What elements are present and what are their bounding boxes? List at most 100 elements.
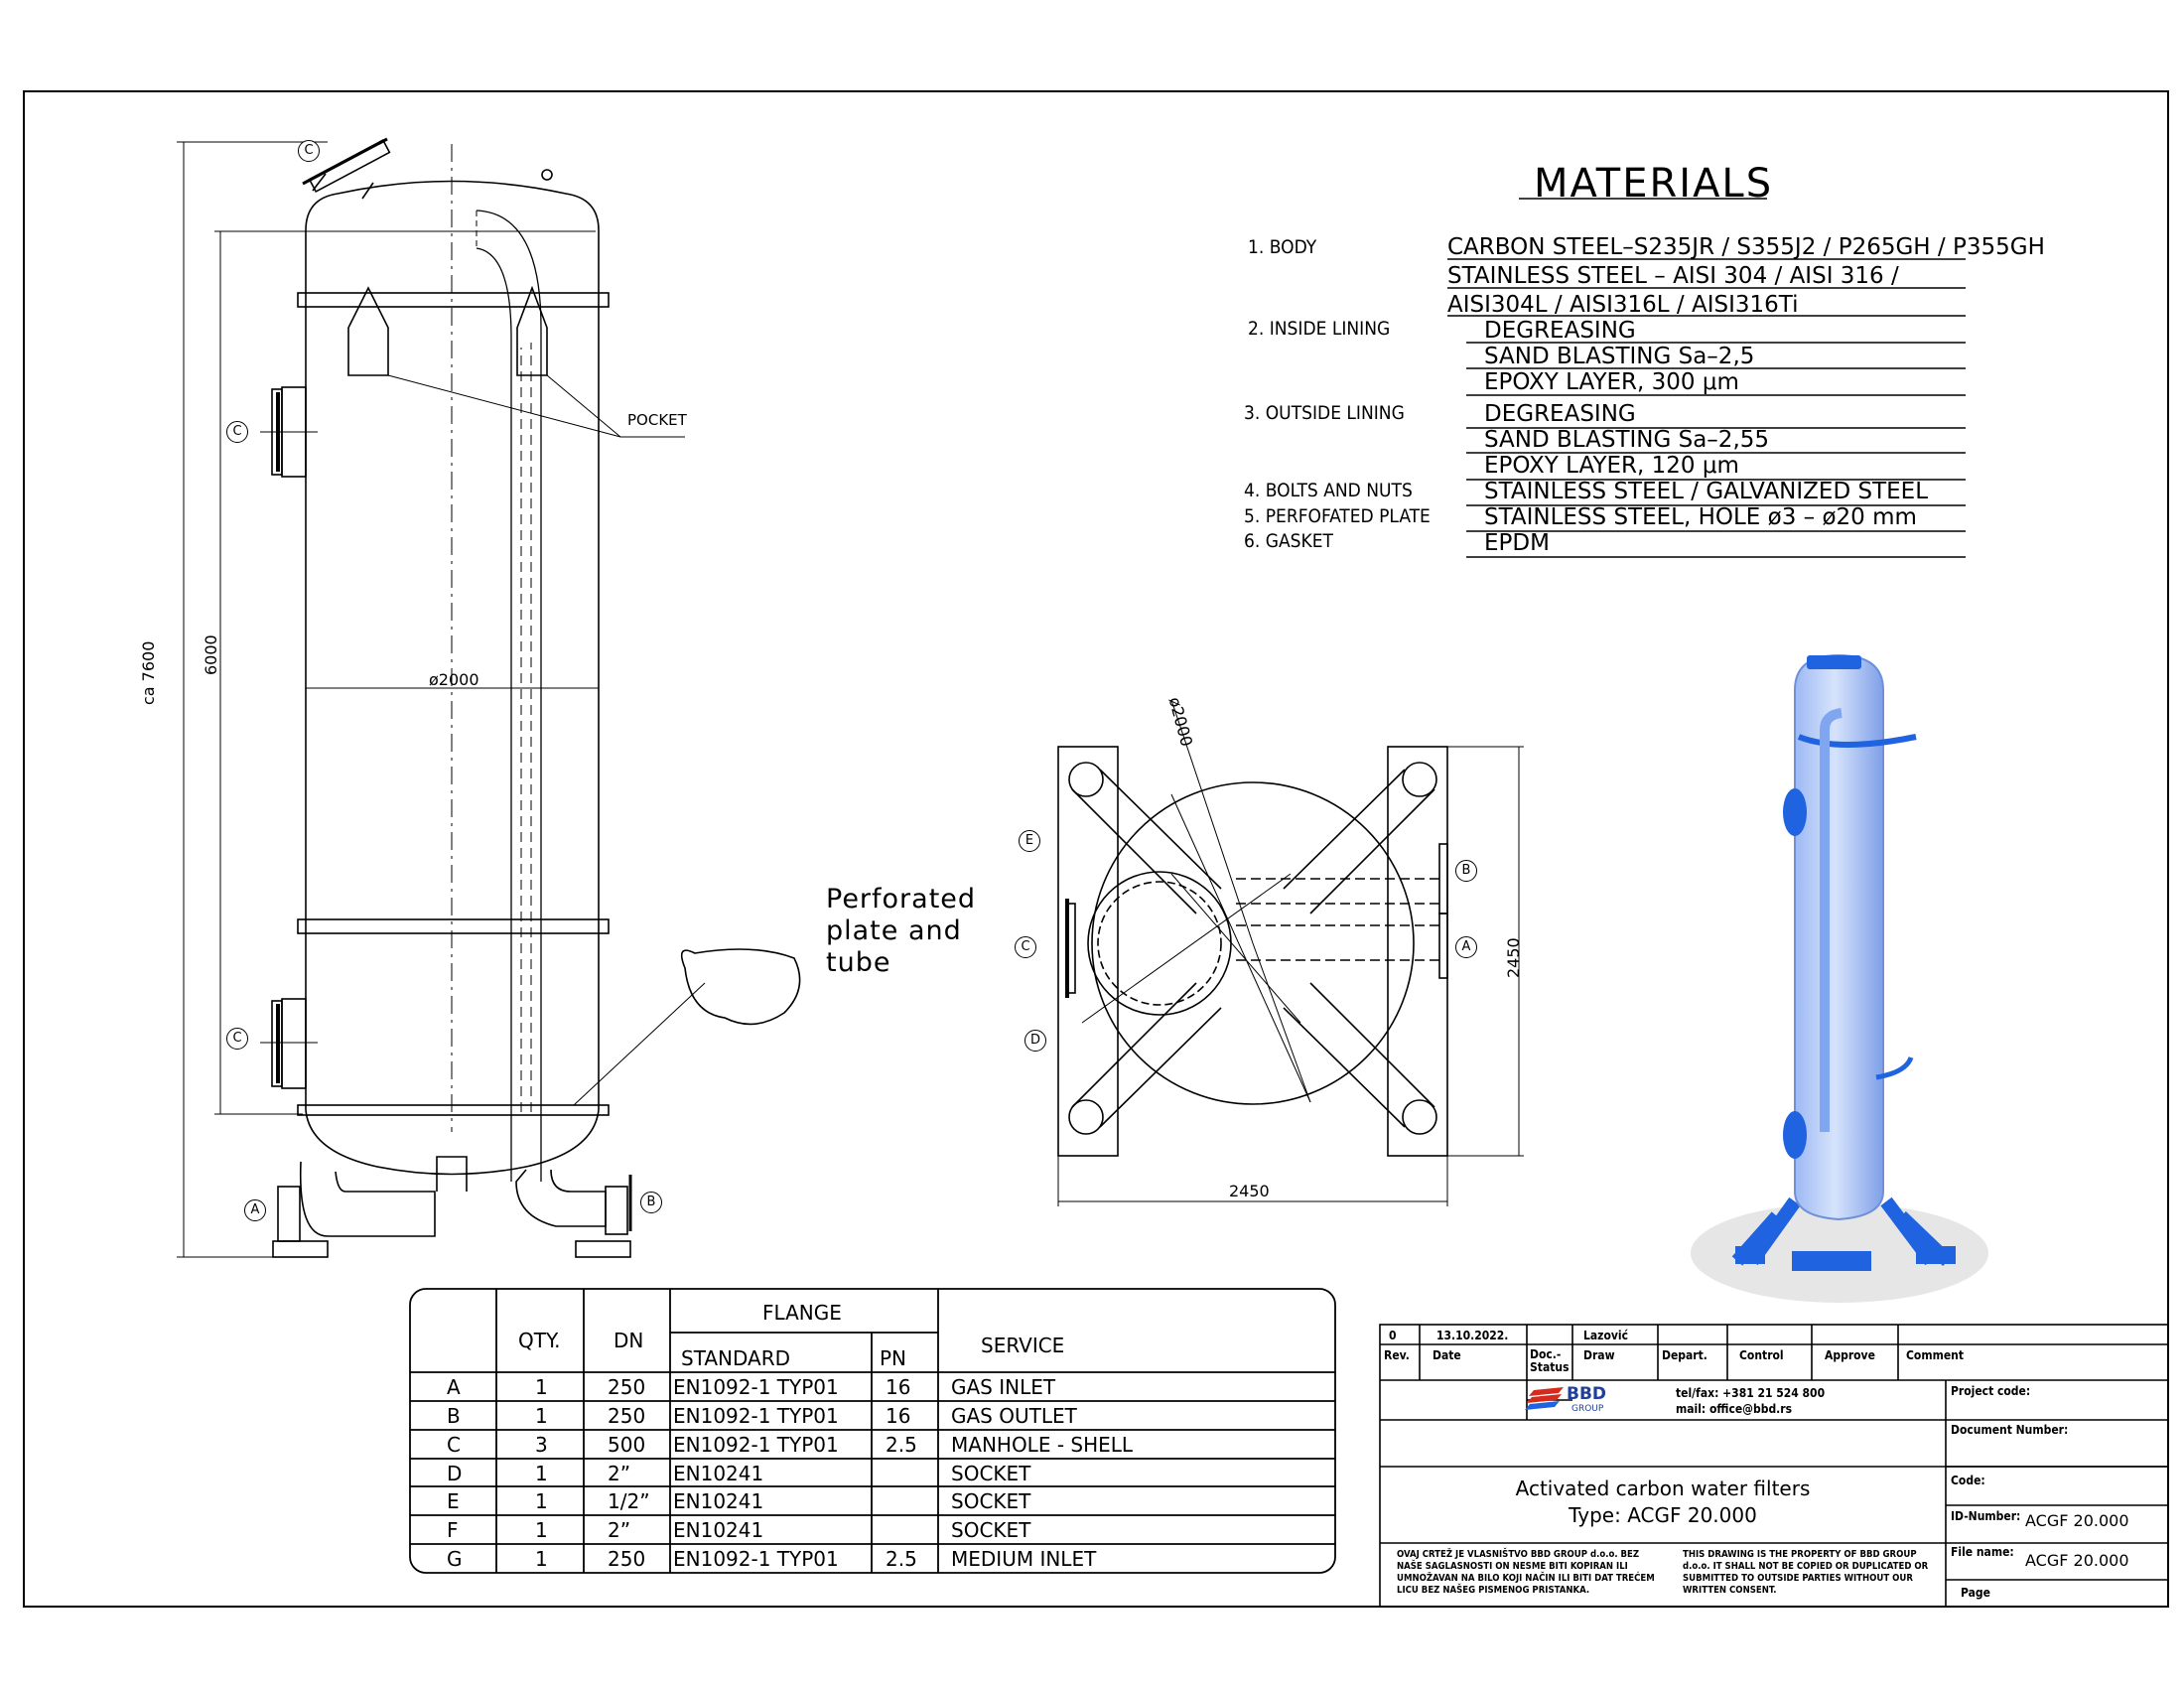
nozzle-service-e: SOCKET — [951, 1489, 1031, 1513]
nozzle-id-d: D — [447, 1462, 463, 1485]
material-body-line3: AISI304L / AISI316L / AISI316Ti — [1447, 292, 1799, 318]
page-label: Page — [1961, 1586, 1990, 1600]
material-outside-line2: SAND BLASTING Sa–2,55 — [1484, 427, 1770, 453]
company-mail: mail: office@bbd.rs — [1676, 1402, 1793, 1416]
material-plate-value: STAINLESS STEEL, HOLE ø3 – ø20 mm — [1484, 504, 1917, 530]
callout-e-top: E — [1019, 830, 1040, 852]
material-body-line1: CARBON STEEL–S235JR / S355J2 / P265GH / … — [1447, 234, 2045, 260]
vessel-3d-render — [1691, 653, 1988, 1303]
pocket-label: POCKET — [627, 411, 687, 429]
material-inside-line2: SAND BLASTING Sa–2,5 — [1484, 344, 1755, 369]
header-qty: QTY. — [518, 1329, 561, 1352]
nozzle-qty-f: 1 — [535, 1518, 548, 1542]
bbd-logo-mark — [1525, 1387, 1564, 1410]
material-gasket-value: EPDM — [1484, 530, 1550, 556]
document-number-label: Document Number: — [1951, 1423, 2069, 1437]
dim-top-height: 2450 — [1504, 937, 1523, 978]
callout-c-top-view: C — [1015, 936, 1036, 958]
nozzle-id-c: C — [447, 1433, 461, 1457]
perforated-label: Perforated plate and tube — [826, 884, 976, 979]
company-sub: GROUP — [1571, 1404, 1604, 1414]
company-name: BBD — [1567, 1384, 1607, 1404]
pocket-left — [347, 286, 389, 376]
material-body-line2: STAINLESS STEEL – AISI 304 / AISI 316 / — [1447, 263, 1899, 289]
drawing-title: Activated carbon water filters Type: ACG… — [1380, 1476, 1946, 1529]
nozzle-dn-f: 2” — [608, 1518, 631, 1542]
material-inside-line3: EPOXY LAYER, 300 μm — [1484, 369, 1739, 395]
nozzle-id-b: B — [447, 1404, 461, 1428]
header-standard: STANDARD — [681, 1346, 791, 1370]
nozzle-standard-d: EN10241 — [673, 1462, 764, 1485]
notice-english: THIS DRAWING IS THE PROPERTY OF BBD GROU… — [1683, 1549, 1929, 1596]
perforated-label-line3: tube — [826, 947, 891, 978]
nozzle-qty-a: 1 — [535, 1375, 548, 1399]
header-pn: PN — [880, 1346, 907, 1370]
perforated-label-line1: Perforated — [826, 884, 977, 914]
material-outside-line3: EPOXY LAYER, 120 μm — [1484, 453, 1739, 479]
material-inside-line1: DEGREASING — [1484, 318, 1636, 344]
material-bolts-value: STAINLESS STEEL / GALVANIZED STEEL — [1484, 479, 1929, 504]
nozzle-service-b: GAS OUTLET — [951, 1404, 1077, 1428]
middle-band — [297, 918, 610, 934]
callout-a-side: A — [244, 1199, 266, 1221]
nozzle-pn-c: 2.5 — [886, 1433, 917, 1457]
callout-c-lower: C — [226, 1028, 248, 1050]
side-view — [177, 137, 801, 1258]
notice-serbian: OVAJ CRTEŽ JE VLASNIŠTVO BBD GROUP d.o.o… — [1397, 1549, 1655, 1596]
nozzle-pn-b: 16 — [886, 1404, 911, 1428]
bottom-band — [297, 1104, 610, 1116]
nozzle-qty-g: 1 — [535, 1547, 548, 1571]
dim-top-width: 2450 — [1229, 1182, 1270, 1200]
rev-value: 0 — [1389, 1329, 1397, 1342]
project-code-label: Project code: — [1951, 1384, 2031, 1398]
nozzle-standard-a: EN1092-1 TYP01 — [673, 1375, 839, 1399]
date-header: Date — [1433, 1348, 1461, 1362]
header-service: SERVICE — [981, 1334, 1065, 1357]
manhole-upper — [260, 386, 318, 478]
drawing-title-line2: Type: ACGF 20.000 — [1569, 1503, 1757, 1527]
nozzle-service-g: MEDIUM INLET — [951, 1547, 1097, 1571]
callout-b-side: B — [640, 1192, 662, 1213]
nozzle-service-d: SOCKET — [951, 1462, 1031, 1485]
nozzle-qty-b: 1 — [535, 1404, 548, 1428]
nozzle-service-c: MANHOLE - SHELL — [951, 1433, 1134, 1457]
doc-status-header: Doc.- Status — [1530, 1347, 1570, 1374]
date-value: 13.10.2022. — [1436, 1329, 1509, 1342]
dim-shell-height: 6000 — [202, 634, 220, 675]
drawing-title-line1: Activated carbon water filters — [1515, 1477, 1811, 1500]
nozzle-dn-g: 250 — [608, 1547, 646, 1571]
nozzle-dn-d: 2” — [608, 1462, 631, 1485]
manhole-lower — [260, 998, 318, 1089]
nozzle-standard-f: EN10241 — [673, 1518, 764, 1542]
comment-header: Comment — [1906, 1348, 1965, 1362]
control-header: Control — [1739, 1348, 1784, 1362]
code-label: Code: — [1951, 1474, 1985, 1487]
dim-total-height: ca 7600 — [139, 640, 158, 705]
nozzle-standard-e: EN10241 — [673, 1489, 764, 1513]
perforated-label-line2: plate and — [826, 915, 962, 946]
callout-a-top: A — [1455, 936, 1477, 958]
top-manhole — [302, 137, 391, 200]
material-label-plate: 5. PERFOFATED PLATE — [1244, 505, 1431, 527]
material-label-body: 1. BODY — [1248, 236, 1317, 258]
callout-b-top: B — [1455, 860, 1477, 882]
nozzle-dn-e: 1/2” — [608, 1489, 650, 1513]
nozzle-qty-c: 3 — [535, 1433, 548, 1457]
material-outside-line1: DEGREASING — [1484, 401, 1636, 427]
company-tel: tel/fax: +381 21 524 800 — [1676, 1386, 1826, 1400]
nozzle-id-a: A — [447, 1375, 461, 1399]
header-flange: FLANGE — [762, 1301, 842, 1325]
nozzle-standard-g: EN1092-1 TYP01 — [673, 1547, 839, 1571]
callout-c-top: C — [298, 140, 320, 162]
nozzle-service-f: SOCKET — [951, 1518, 1031, 1542]
perforated-sample — [680, 948, 801, 1026]
pocket-right — [516, 285, 548, 376]
top-band — [297, 292, 610, 308]
approve-header: Approve — [1825, 1348, 1875, 1362]
nozzle-dn-a: 250 — [608, 1375, 646, 1399]
nozzle-standard-b: EN1092-1 TYP01 — [673, 1404, 839, 1428]
id-number-label: ID-Number: — [1951, 1509, 2021, 1523]
nozzle-pn-a: 16 — [886, 1375, 911, 1399]
sheet-border — [23, 90, 2169, 1608]
